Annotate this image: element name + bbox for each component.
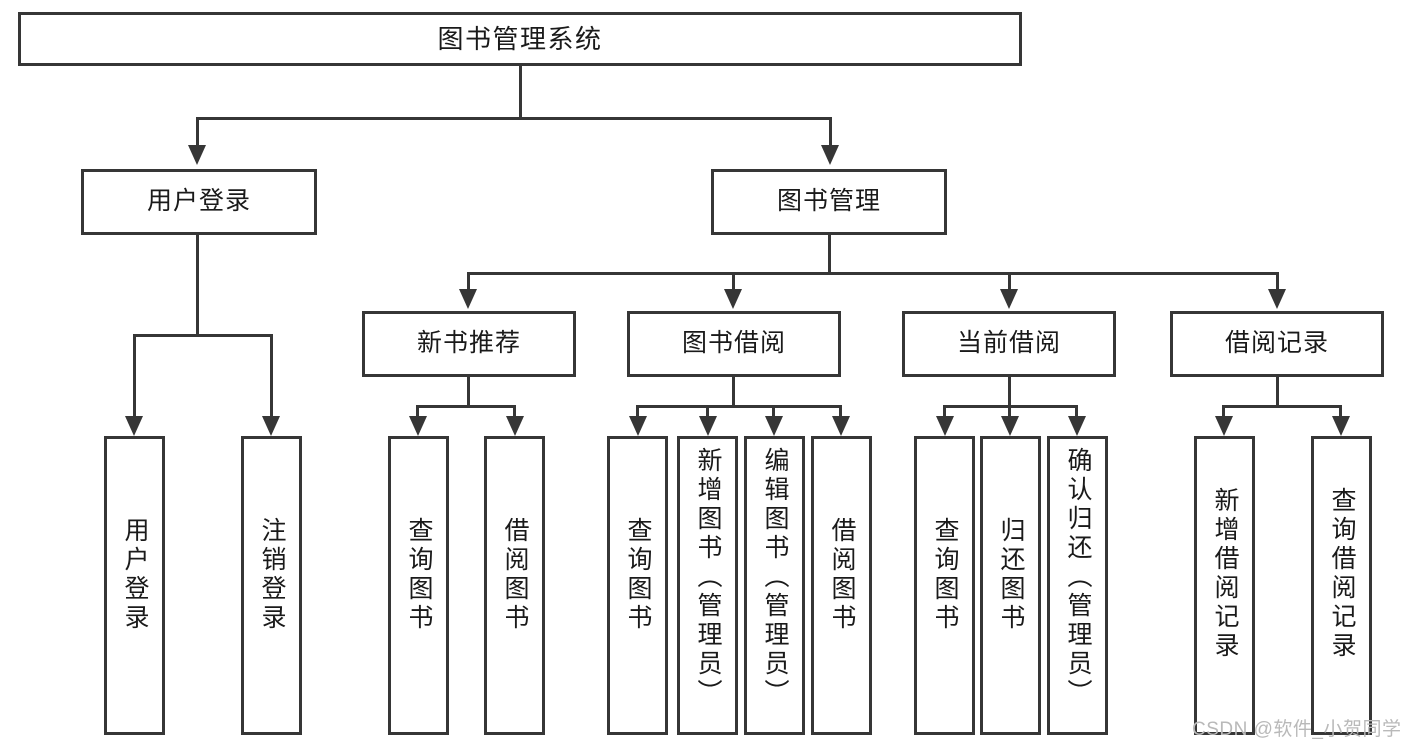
node-root-book-management-system[interactable]: 图书管理系统 [18,12,1022,66]
leaf-bb-query-book[interactable]: 查询图书 [607,436,668,735]
leaf-nbr-query-book[interactable]: 查询图书 [388,436,449,735]
connector-root-leg-left [196,117,199,145]
arrow-cb-to-query-book [936,416,954,436]
arrow-cb-to-return-book [1001,416,1019,436]
connector-nbr-leg-1 [416,405,419,416]
node-new-book-recommend[interactable]: 新书推荐 [362,311,576,377]
arrow-bb-to-borrow-book [832,416,850,436]
node-label: 用户登录 [146,187,251,216]
arrow-br-to-query-record [1332,416,1350,436]
connector-cb-leg-2 [1008,405,1011,416]
connector-nbr-stem [467,377,470,407]
leaf-cb-return-book[interactable]: 归还图书 [980,436,1041,735]
leaf-bb-add-book[interactable]: 新增图书（管理员） [677,436,738,735]
connector-bm-leg-1 [467,272,470,289]
connector-cb-stem [1008,377,1011,407]
arrow-nbr-to-borrow-book [506,416,524,436]
connector-root-fan-bar [196,117,832,120]
node-label: 图书管理 [776,187,881,216]
node-borrow-record[interactable]: 借阅记录 [1170,311,1384,377]
node-label: 查询图书 [405,517,433,633]
node-label: 图书借阅 [681,329,786,358]
connector-br-leg-1 [1222,405,1225,416]
leaf-cb-confirm-return[interactable]: 确认归还（管理员） [1047,436,1108,735]
node-label: 归还图书 [997,517,1025,633]
leaf-bb-borrow-book[interactable]: 借阅图书 [811,436,872,735]
connector-user-login-leg-1 [133,334,136,416]
connector-br-stem [1276,377,1279,407]
node-user-login[interactable]: 用户登录 [81,169,317,235]
connector-cb-leg-3 [1075,405,1078,416]
arrow-to-new-book-recommend [459,289,477,309]
node-label: 借阅图书 [828,517,856,633]
node-label: 用户登录 [121,517,149,633]
arrow-cb-to-confirm-return [1068,416,1086,436]
connector-book-management-stem [828,235,831,274]
connector-user-login-leg-2 [270,334,273,416]
arrow-bb-to-add-book [699,416,717,436]
arrow-to-leaf-logout [262,416,280,436]
arrow-nbr-to-query-book [409,416,427,436]
connector-bb-stem [732,377,735,407]
arrow-root-to-book-management [821,145,839,165]
connector-bb-leg-4 [839,405,842,416]
node-label: 借阅记录 [1224,329,1329,358]
leaf-logout[interactable]: 注销登录 [241,436,302,735]
connector-bb-leg-3 [772,405,775,416]
connector-root-stem [519,66,522,119]
connector-book-management-fan-bar [467,272,1279,275]
node-book-borrow[interactable]: 图书借阅 [627,311,841,377]
node-current-borrow[interactable]: 当前借阅 [902,311,1116,377]
leaf-nbr-borrow-book[interactable]: 借阅图书 [484,436,545,735]
connector-bm-leg-2 [732,272,735,289]
node-label: 图书管理系统 [437,23,603,54]
leaf-bb-edit-book[interactable]: 编辑图书（管理员） [744,436,805,735]
connector-nbr-fan-bar [416,405,516,408]
arrow-br-to-add-record [1215,416,1233,436]
connector-cb-leg-1 [943,405,946,416]
connector-nbr-leg-2 [513,405,516,416]
arrow-root-to-user-login [188,145,206,165]
connector-user-login-stem [196,235,199,336]
arrow-to-leaf-user-login [125,416,143,436]
connector-bm-leg-4 [1276,272,1279,289]
node-label: 查询图书 [624,517,652,633]
node-label: 查询借阅记录 [1328,487,1356,661]
csdn-watermark: CSDN @软件_小贺同学 [1192,719,1402,740]
node-label: 编辑图书（管理员） [761,447,789,708]
connector-root-leg-right [829,117,832,145]
connector-br-fan-bar [1222,405,1342,408]
connector-bm-leg-3 [1008,272,1011,289]
node-label: 新增借阅记录 [1211,487,1239,661]
connector-user-login-fan-bar [133,334,273,337]
node-label: 新增图书（管理员） [694,447,722,708]
arrow-bb-to-edit-book [765,416,783,436]
connector-bb-leg-2 [706,405,709,416]
node-label: 确认归还（管理员） [1064,447,1092,708]
leaf-cb-query-book[interactable]: 查询图书 [914,436,975,735]
leaf-br-add-record[interactable]: 新增借阅记录 [1194,436,1255,735]
arrow-bb-to-query-book [629,416,647,436]
leaf-br-query-record[interactable]: 查询借阅记录 [1311,436,1372,735]
arrow-to-current-borrow [1000,289,1018,309]
node-label: 注销登录 [258,517,286,633]
node-book-management[interactable]: 图书管理 [711,169,947,235]
connector-bb-fan-bar [636,405,842,408]
leaf-user-login[interactable]: 用户登录 [104,436,165,735]
connector-br-leg-2 [1339,405,1342,416]
node-label: 新书推荐 [416,329,521,358]
arrow-to-book-borrow [724,289,742,309]
node-label: 查询图书 [931,517,959,633]
node-label: 当前借阅 [956,329,1061,358]
arrow-to-borrow-record [1268,289,1286,309]
connector-bb-leg-1 [636,405,639,416]
node-label: 借阅图书 [501,517,529,633]
